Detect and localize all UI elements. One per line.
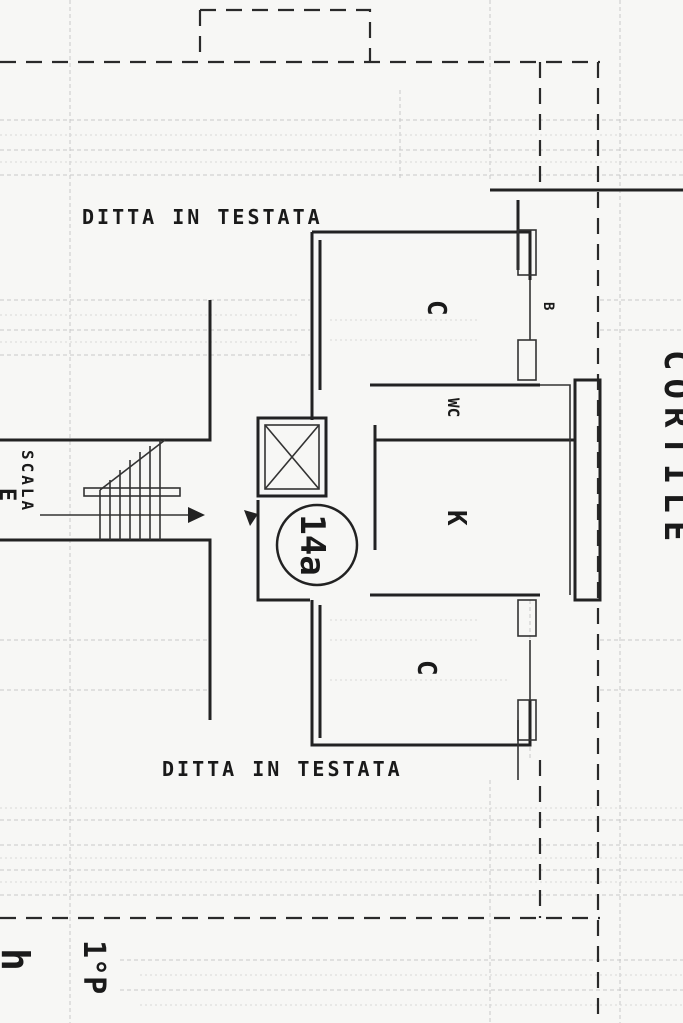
scala-letter: E xyxy=(0,488,19,501)
room-b: B xyxy=(540,302,556,310)
unit-number: 14a xyxy=(292,514,332,575)
room-k: K xyxy=(441,510,471,526)
cortile-label: CORTILE xyxy=(656,350,683,549)
corner-letter: h xyxy=(0,948,37,971)
room-c-bottom: C xyxy=(411,660,441,676)
scala-label: SCALA xyxy=(18,450,37,513)
elevator-shaft xyxy=(244,416,328,602)
entry-marker-icon xyxy=(244,510,258,526)
staircase xyxy=(40,439,205,540)
unit-number-badge xyxy=(275,503,359,587)
boundary-lines xyxy=(0,8,683,1023)
ditta-label-bottom: DITTA IN TESTATA xyxy=(162,757,403,781)
arrow-icon xyxy=(188,507,205,523)
apartment-walls xyxy=(310,200,602,780)
floor-note: 1°P xyxy=(76,940,111,994)
ditta-label-top: DITTA IN TESTATA xyxy=(82,205,323,229)
room-c-top: C xyxy=(421,300,451,316)
corridor-walls xyxy=(0,300,212,720)
room-wc: WC xyxy=(444,398,463,417)
